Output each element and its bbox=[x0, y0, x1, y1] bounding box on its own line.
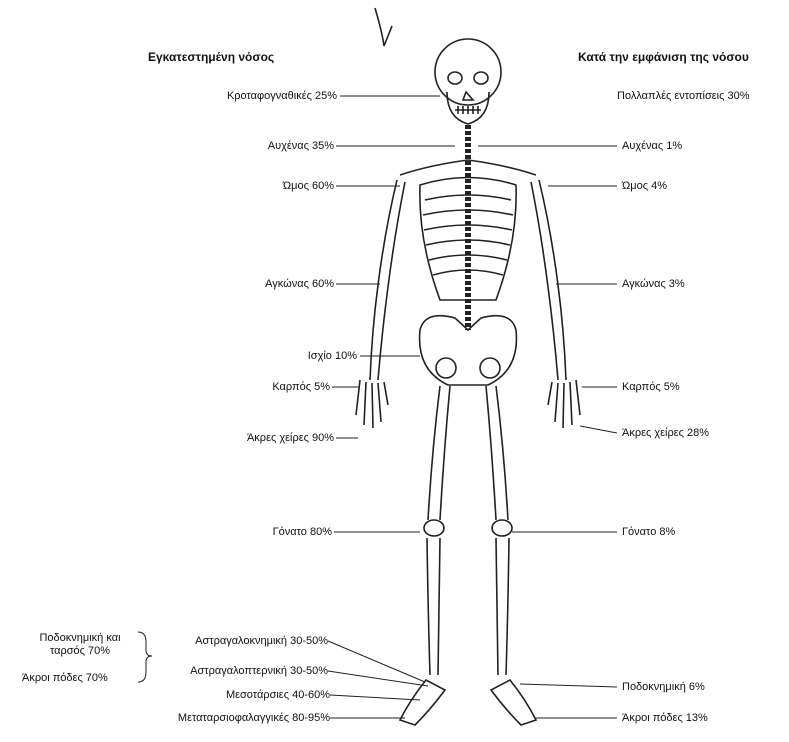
label-left-talocrural: Αστραγαλοκνημική 30-50% bbox=[195, 635, 328, 648]
label-left-feet: Άκροι πόδες 70% bbox=[22, 672, 108, 685]
label-left-ankle-tarsus: Ποδοκνημική και ταρσός 70% bbox=[28, 632, 132, 658]
label-left-subtalar: Αστραγαλοπτερνική 30-50% bbox=[190, 665, 328, 678]
label-left-elbow: Αγκώνας 60% bbox=[265, 278, 334, 291]
label-right-elbow: Αγκώνας 3% bbox=[622, 278, 685, 291]
left-foot bbox=[400, 680, 445, 725]
label-right-knee: Γόνατο 8% bbox=[622, 526, 675, 539]
label-left-shoulder: Ώμος 60% bbox=[283, 180, 334, 193]
right-arm bbox=[539, 180, 566, 380]
label-left-midtarsal: Μεσοτάρσιες 40-60% bbox=[226, 689, 330, 702]
label-left-mtp: Μεταταρσιοφαλαγγικές 80-95% bbox=[178, 712, 330, 725]
label-left-temporomandibular: Κροταφογναθικές 25% bbox=[227, 90, 337, 103]
label-right-feet: Άκροι πόδες 13% bbox=[622, 712, 708, 725]
label-right-shoulder: Ώμος 4% bbox=[622, 180, 667, 193]
left-hand bbox=[356, 380, 388, 428]
right-hand bbox=[548, 380, 580, 428]
pen-mark bbox=[375, 8, 392, 46]
label-right-hands: Άκρες χείρες 28% bbox=[622, 427, 709, 440]
right-femur bbox=[486, 386, 508, 520]
label-left-neck: Αυχένας 35% bbox=[268, 140, 334, 153]
left-femur bbox=[428, 386, 450, 520]
label-left-hands: Άκρες χείρες 90% bbox=[247, 432, 334, 445]
right-foot bbox=[491, 680, 536, 725]
label-right-multiple: Πολλαπλές εντοπίσεις 30% bbox=[617, 90, 750, 103]
label-right-neck: Αυχένας 1% bbox=[622, 140, 682, 153]
right-tibia bbox=[496, 538, 509, 675]
label-right-wrist: Καρπός 5% bbox=[622, 381, 680, 394]
label-left-hip: Ισχίο 10% bbox=[308, 350, 357, 363]
left-tibia bbox=[427, 538, 440, 675]
label-right-ankle: Ποδοκνημική 6% bbox=[622, 681, 705, 694]
label-left-wrist: Καρπός 5% bbox=[272, 381, 330, 394]
header-disease-onset: Κατά την εμφάνιση της νόσου bbox=[578, 50, 749, 64]
left-arm bbox=[370, 180, 397, 380]
label-left-knee: Γόνατο 80% bbox=[273, 526, 332, 539]
header-established-disease: Εγκατεστημένη νόσος bbox=[148, 50, 274, 64]
